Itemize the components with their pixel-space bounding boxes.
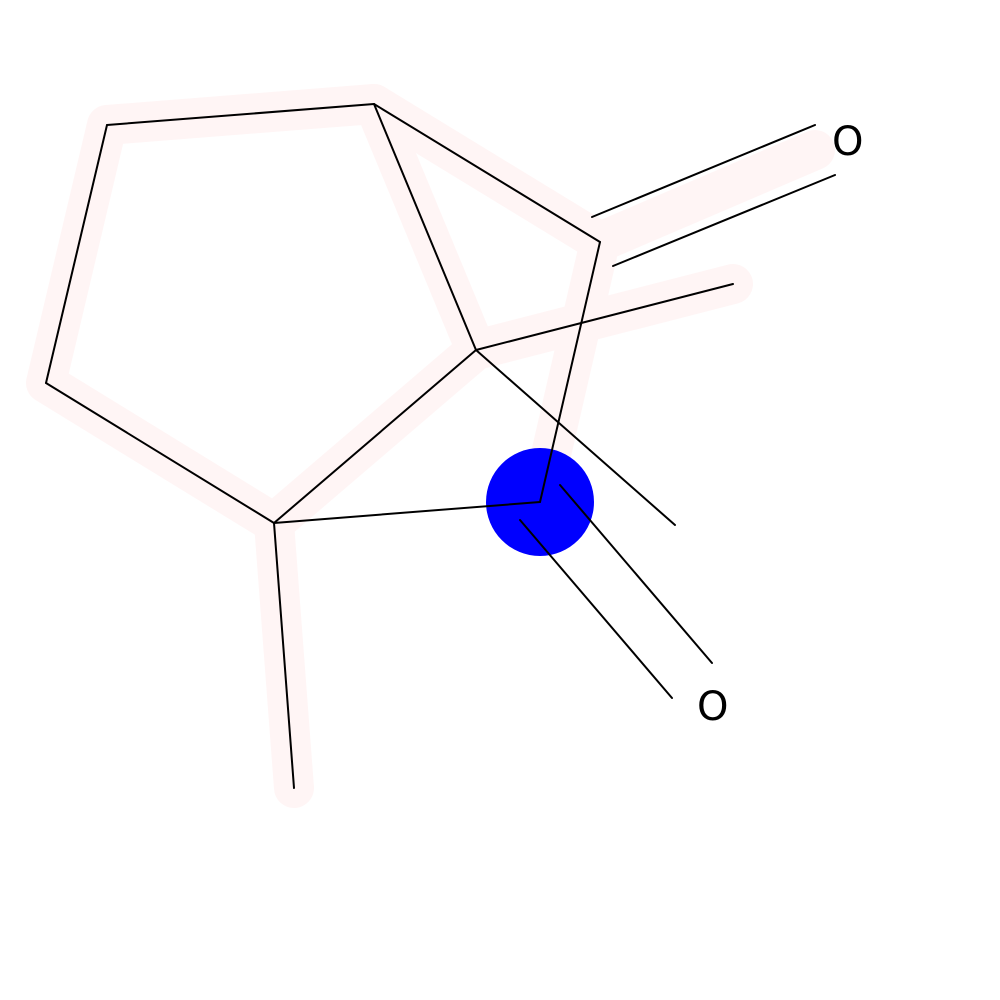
bond-methyl-lower [475,349,676,526]
bond-ring-3 [45,382,275,524]
bond-methyl-bottom [273,522,295,789]
oxygen-label-bottom: O [697,684,728,730]
bond-ring-4 [273,349,477,524]
double-bond-bottom-a [519,519,673,699]
bond-ring-2 [45,124,108,384]
double-bond-top-b [612,174,836,267]
bond-ring-6 [539,241,601,503]
bond-methyl-upper [475,283,734,351]
double-bond-bottom-b [559,484,713,664]
bond-ring-5 [373,103,601,243]
bonds [45,103,836,789]
oxygen-label-top: O [832,119,863,165]
bond-bridge-top [373,103,477,351]
bond-ring-1 [106,103,375,126]
double-bond-top-a [591,124,816,218]
bond-ring-7 [273,501,541,524]
